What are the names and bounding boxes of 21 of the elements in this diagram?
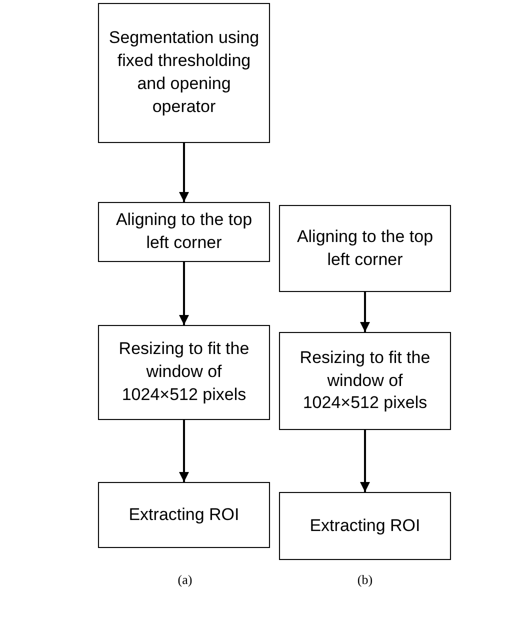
process-box	[98, 482, 270, 548]
process-box	[279, 205, 451, 292]
process-box	[98, 325, 270, 420]
arrow	[360, 292, 370, 332]
arrow	[179, 420, 189, 482]
box-text: Segmentation using fixed thresholding and opening operator	[108, 27, 260, 118]
panel-label: (a)	[176, 572, 194, 588]
arrow	[179, 143, 189, 202]
arrow	[179, 262, 189, 325]
arrow	[360, 430, 370, 492]
box-text: Extracting ROI	[128, 504, 240, 526]
process-box	[279, 492, 451, 560]
box-text: Aligning to the top left corner	[296, 226, 434, 270]
process-box	[98, 3, 270, 143]
box-text: Extracting ROI	[310, 514, 420, 537]
box-text: Resizing to fit the window of 1024×512 pixels	[298, 346, 432, 414]
process-box	[279, 332, 451, 430]
box-text: Resizing to fit the window of 1024×512 pixels	[118, 338, 250, 406]
panel-label: (b)	[356, 572, 374, 588]
box-text: Aligning to the top left corner	[114, 209, 254, 254]
process-box	[98, 202, 270, 262]
